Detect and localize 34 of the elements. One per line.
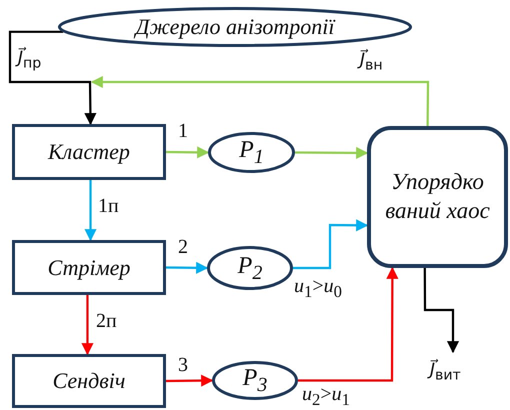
edge-label: 2: [178, 237, 188, 257]
state-ellipse: [207, 246, 293, 290]
arrow: [166, 262, 208, 274]
node-label: Сендвіч: [52, 367, 126, 395]
arrow: [90, 76, 430, 126]
result-box: [367, 126, 508, 268]
arrow: [295, 146, 368, 159]
node-label: Упорядко ваний хаос: [384, 168, 491, 225]
edge-label: 2п: [96, 311, 117, 331]
arrow: [8, 30, 96, 126]
arrow: [81, 295, 94, 356]
edge-label: 3: [178, 355, 188, 375]
edge-label: u$_{1}$>u$_{0}$: [294, 276, 342, 301]
process-box: [12, 354, 166, 408]
edge-label: u$_{2}$>u$_{1}$: [302, 384, 350, 409]
arrow: [298, 266, 398, 382]
node-label: Стрімер: [48, 254, 130, 282]
process-box: [12, 240, 166, 295]
node-label: Джерело анізотропії: [136, 13, 334, 41]
arrow: [166, 374, 214, 387]
state-ellipse: [208, 132, 295, 173]
node-label: Кластер: [48, 138, 130, 166]
node-label: P$_{3}$: [242, 364, 268, 398]
process-box: [12, 124, 166, 180]
arrow: [166, 146, 210, 158]
edge-label: 1п: [98, 196, 119, 216]
arrow: [84, 180, 97, 242]
edge-label: 1: [178, 121, 188, 141]
node-label: P$_{2}$: [238, 252, 262, 286]
node-label: P$_{1}$: [239, 136, 264, 170]
arrow: [293, 219, 368, 270]
arrow: [424, 268, 460, 354]
state-ellipse: [212, 361, 298, 400]
source-ellipse: [58, 7, 412, 47]
